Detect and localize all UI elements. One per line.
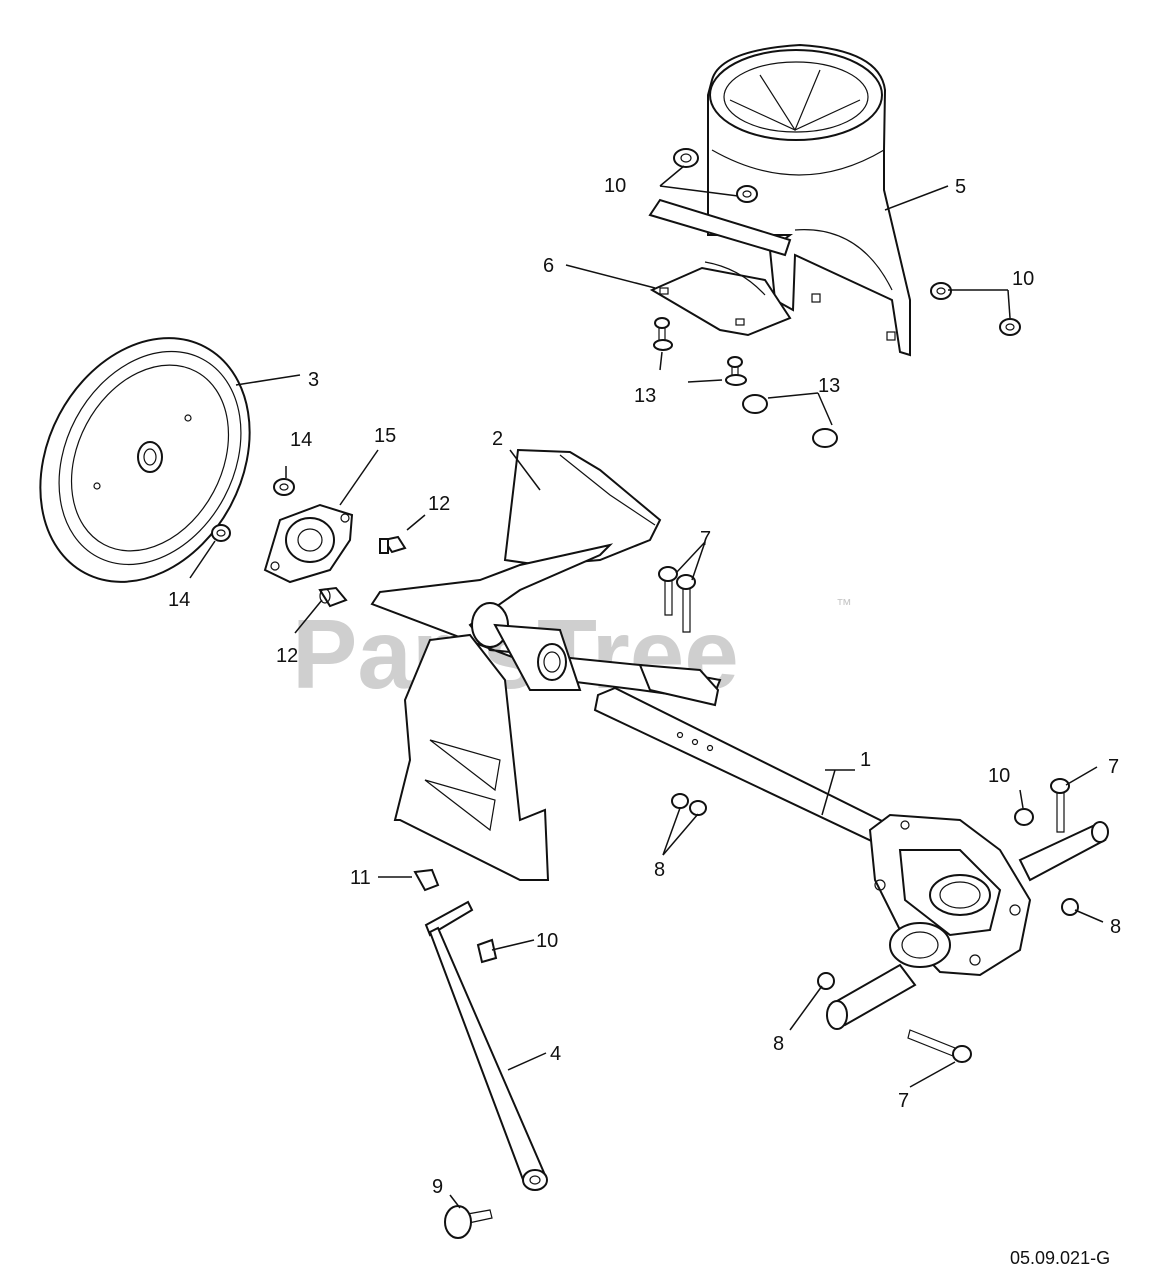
callout-7-upper: 7 [700, 528, 711, 550]
callout-2: 2 [492, 428, 503, 450]
callout-10-gearbox: 10 [988, 765, 1010, 787]
part-10-nut-gearbox [1014, 808, 1034, 826]
callout-8-bottom: 8 [773, 1033, 784, 1055]
callout-12-upper: 12 [428, 493, 450, 515]
callout-14-upper: 14 [290, 429, 312, 451]
part-10-nut-chute-lower [736, 185, 758, 203]
part-13-pin-right-b [812, 428, 838, 448]
callout-10-right: 10 [1012, 268, 1034, 290]
part-10-nut-right-upper [930, 282, 952, 300]
callout-15: 15 [374, 425, 396, 447]
callout-8-left: 8 [654, 859, 665, 881]
part-12-bolt-upper [379, 535, 407, 554]
callout-7-bottom: 7 [898, 1090, 909, 1112]
callout-5: 5 [955, 176, 966, 198]
callout-10-chute: 10 [604, 175, 626, 197]
callout-11: 11 [350, 867, 371, 889]
part-15-bearing-flange [263, 503, 354, 584]
drawing-code: 05.09.021-G [1010, 1248, 1110, 1268]
part-10-nut-chute-upper [673, 148, 699, 168]
leader-lines [189, 165, 1104, 1209]
part-3-pulley [39, 337, 251, 583]
callout-7-right: 7 [1108, 756, 1119, 778]
callout-6: 6 [543, 255, 554, 277]
part-13-pin-mid [725, 356, 747, 386]
part-8-nut-bottom [817, 972, 835, 990]
part-5-chute [648, 43, 911, 357]
part-2-housing [370, 448, 722, 881]
callout-13-left: 13 [634, 385, 656, 407]
part-11-fastener [413, 868, 440, 892]
part-7-bolt-bottom [907, 1029, 972, 1063]
callout-10-rod: 10 [536, 930, 558, 952]
callout-labels: 1 2 3 4 5 6 7 7 7 8 8 8 9 10 10 10 10 11… [168, 175, 1121, 1198]
callout-4: 4 [550, 1043, 561, 1065]
callout-1: 1 [860, 749, 871, 771]
part-14-nut-lower [211, 524, 231, 542]
part-9-pin [444, 1205, 493, 1239]
callout-12-lower: 12 [276, 645, 298, 667]
callout-14-lower: 14 [168, 589, 190, 611]
part-12-bolt-lower [318, 586, 348, 608]
callout-13-right: 13 [818, 375, 840, 397]
part-13-pin-left [653, 317, 673, 351]
part-6-chute-base [649, 261, 792, 337]
callout-8-right: 8 [1110, 916, 1121, 938]
part-8-nut-pair [671, 793, 707, 816]
part-7-bolt-pair [658, 566, 696, 633]
part-1-gearbox [826, 813, 1109, 1030]
callout-3: 3 [308, 369, 319, 391]
callout-9: 9 [432, 1176, 443, 1198]
part-8-nut-right [1061, 898, 1079, 916]
part-13-pin-right-a [742, 394, 768, 414]
part-14-nut-upper [273, 478, 295, 496]
part-7-bolt-right [1050, 778, 1070, 833]
part-4-control-rod [424, 900, 548, 1191]
part-10-nut-rod [476, 938, 498, 964]
part-10-nut-right-lower [999, 318, 1021, 336]
trademark-symbol: ™ [836, 597, 852, 614]
part-1-shaft [593, 686, 892, 847]
